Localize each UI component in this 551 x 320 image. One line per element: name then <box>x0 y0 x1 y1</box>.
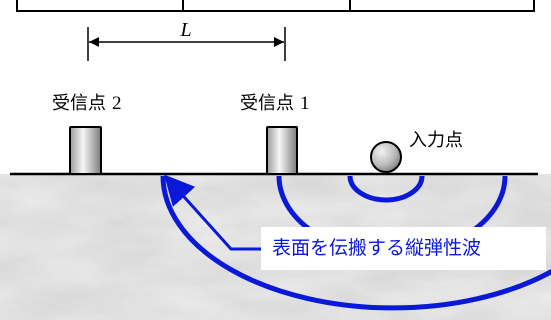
input-point <box>370 141 402 173</box>
input-point-label: 入力点 <box>409 130 463 151</box>
receiver-1-label: 受信点 1 <box>240 93 310 114</box>
receiver-1-word: 受信点 <box>240 93 294 114</box>
distance-label: L <box>179 19 191 41</box>
receiver-2-number: 2 <box>112 93 122 114</box>
cylindrical-sensor-icon <box>69 126 102 175</box>
cylindrical-sensor-icon <box>266 126 298 175</box>
receiver-2-label: 受信点 2 <box>52 93 122 114</box>
wave-caption-box <box>261 227 546 270</box>
wave-arc-outer <box>160 175 551 311</box>
wave-caption-text: 表面を伝搬する縦弾性波 <box>272 237 481 259</box>
top-table-fragment <box>16 0 535 12</box>
wave-arc-inner <box>347 175 425 203</box>
distance-dimension: L <box>87 19 286 61</box>
receiver-2-word: 受信点 <box>52 93 106 114</box>
receiver-1-number: 1 <box>300 93 310 114</box>
receiver-1 <box>266 126 298 175</box>
spherical-impact-icon <box>370 141 402 173</box>
wave-caption-callout: 表面を伝搬する縦弾性波 <box>163 174 546 270</box>
caption-pointer-line <box>163 174 261 251</box>
receiver-2 <box>69 126 102 175</box>
